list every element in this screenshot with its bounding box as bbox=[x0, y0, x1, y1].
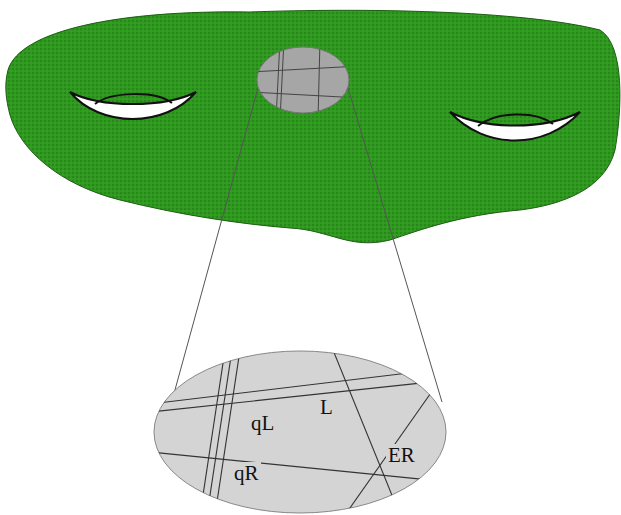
point-label: ER bbox=[386, 444, 417, 467]
small-patch bbox=[257, 47, 349, 113]
zoomed-patch bbox=[154, 351, 446, 513]
right-hole bbox=[450, 112, 580, 141]
point-label: qL bbox=[249, 412, 276, 435]
left-hole bbox=[70, 92, 196, 119]
point-label: L bbox=[318, 396, 335, 419]
green-surface bbox=[6, 10, 620, 242]
point-label: qR bbox=[232, 462, 261, 485]
